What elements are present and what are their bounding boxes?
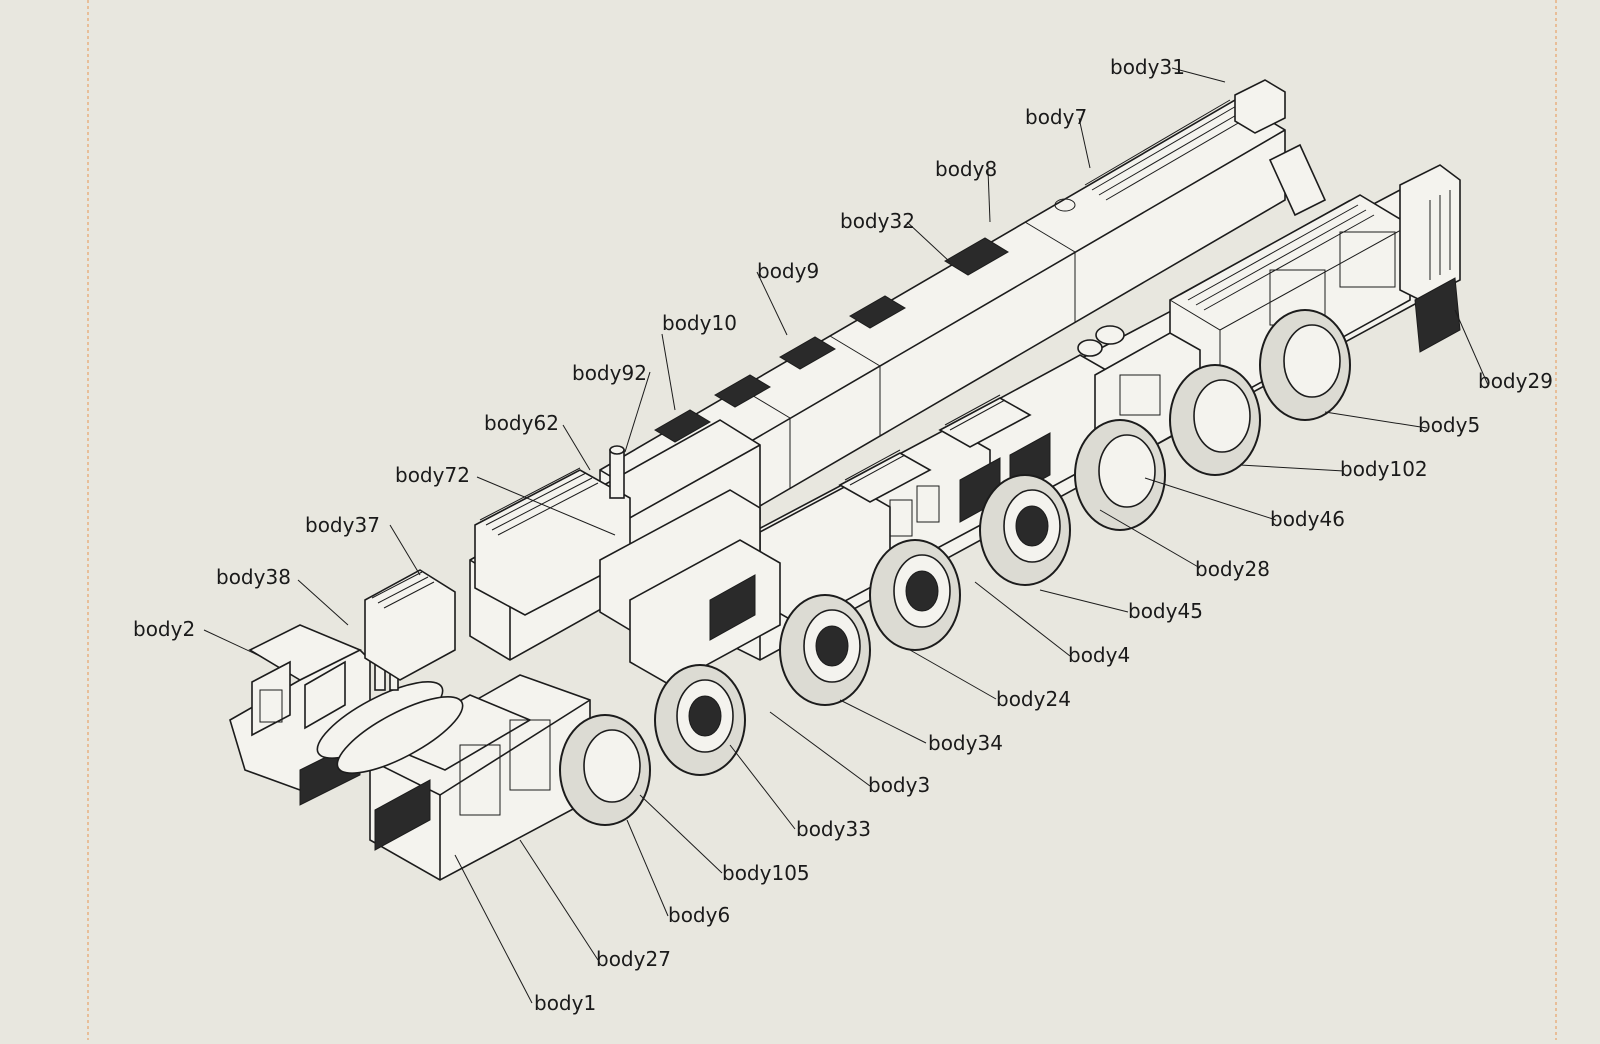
callout-body27: body27: [596, 947, 671, 971]
callout-body29: body29: [1478, 369, 1553, 393]
callout-body28: body28: [1195, 557, 1270, 581]
launch-container: [599, 79, 1286, 571]
wheel-2: [654, 664, 746, 776]
wheel-6: [1074, 419, 1166, 531]
leader-lines: [203, 67, 1489, 1004]
wheel-8: [1259, 309, 1351, 421]
rear-crane: [1268, 143, 1327, 217]
callout-body31: body31: [1110, 55, 1185, 79]
callout-labels: body31 body7 body8 body32 body9 body10 b…: [133, 55, 1553, 1015]
callout-body102: body102: [1340, 457, 1428, 481]
callout-body6: body6: [668, 903, 730, 927]
vehicle-model: [229, 79, 1461, 881]
callout-body8: body8: [935, 157, 997, 181]
wheel-7: [1169, 364, 1261, 476]
callout-body2: body2: [133, 617, 195, 641]
callout-body34: body34: [928, 731, 1003, 755]
callout-body33: body33: [796, 817, 871, 841]
callout-body45: body45: [1128, 599, 1203, 623]
wheel-3: [779, 594, 871, 706]
callout-body24: body24: [996, 687, 1071, 711]
callout-body92: body92: [572, 361, 647, 385]
callout-body5: body5: [1418, 413, 1480, 437]
callout-body3: body3: [868, 773, 930, 797]
callout-body72: body72: [395, 463, 470, 487]
callout-body7: body7: [1025, 105, 1087, 129]
wheels: [559, 309, 1351, 826]
callout-body1: body1: [534, 991, 596, 1015]
callout-body105: body105: [722, 861, 810, 885]
callout-body10: body10: [662, 311, 737, 335]
callout-body38: body38: [216, 565, 291, 589]
callout-body37: body37: [305, 513, 380, 537]
front-frame: [469, 419, 781, 686]
chassis-deck: [699, 164, 1461, 661]
callout-body32: body32: [840, 209, 915, 233]
wheel-5: [979, 474, 1071, 586]
callout-body4: body4: [1068, 643, 1130, 667]
wheel-1: [559, 714, 651, 826]
wheel-4: [869, 539, 961, 651]
callout-body62: body62: [484, 411, 559, 435]
callout-body46: body46: [1270, 507, 1345, 531]
cabins: [229, 569, 591, 881]
callout-body9: body9: [757, 259, 819, 283]
